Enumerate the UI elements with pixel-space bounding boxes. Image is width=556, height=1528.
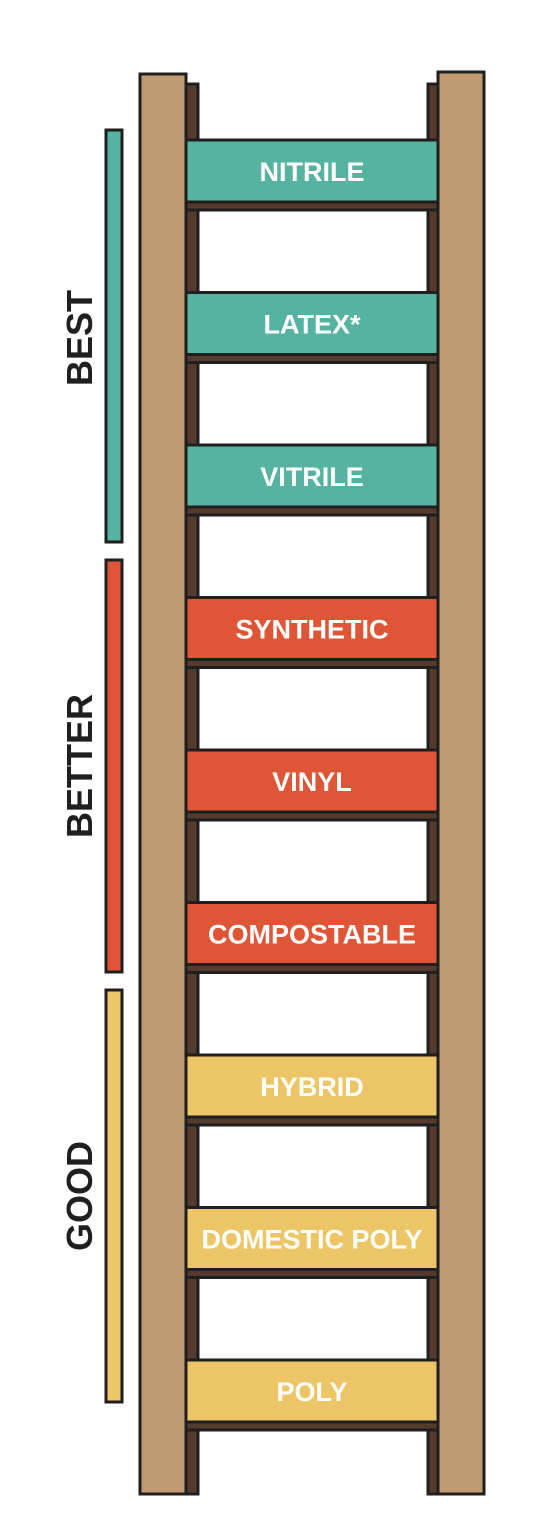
rung-label-domestic-poly: DOMESTIC POLY xyxy=(201,1225,422,1255)
rung-poly xyxy=(184,1358,440,1424)
rung-label-poly: POLY xyxy=(276,1377,347,1407)
rung-label-latex: LATEX* xyxy=(263,310,360,340)
rung-latex xyxy=(184,291,440,356)
tier-markers: BEST BETTER GOOD xyxy=(59,128,124,1404)
rung-label-compostable: COMPOSTABLE xyxy=(208,920,416,950)
rung-label-nitrile: NITRILE xyxy=(260,157,365,187)
tier-bar-good xyxy=(104,988,124,1404)
tier-bar-better xyxy=(104,558,124,974)
tier-bar-best xyxy=(104,128,124,544)
rung-label-vitrile: VITRILE xyxy=(260,462,364,492)
tier-label-best: BEST xyxy=(59,290,100,386)
rung-label-vinyl: VINYL xyxy=(272,767,352,797)
left-rail xyxy=(138,72,188,1496)
rung-domestic-poly xyxy=(184,1206,440,1271)
rung-label-hybrid: HYBRID xyxy=(260,1072,364,1102)
tier-label-good: GOOD xyxy=(59,1141,100,1251)
right-rail xyxy=(436,70,486,1496)
rung-label-synthetic: SYNTHETIC xyxy=(235,615,388,645)
tier-label-better: BETTER xyxy=(59,694,100,838)
ladder-rungs: NITRILE LATEX* VITRILE SYNTHETIC VINYL COMPOS… xyxy=(184,138,440,1432)
